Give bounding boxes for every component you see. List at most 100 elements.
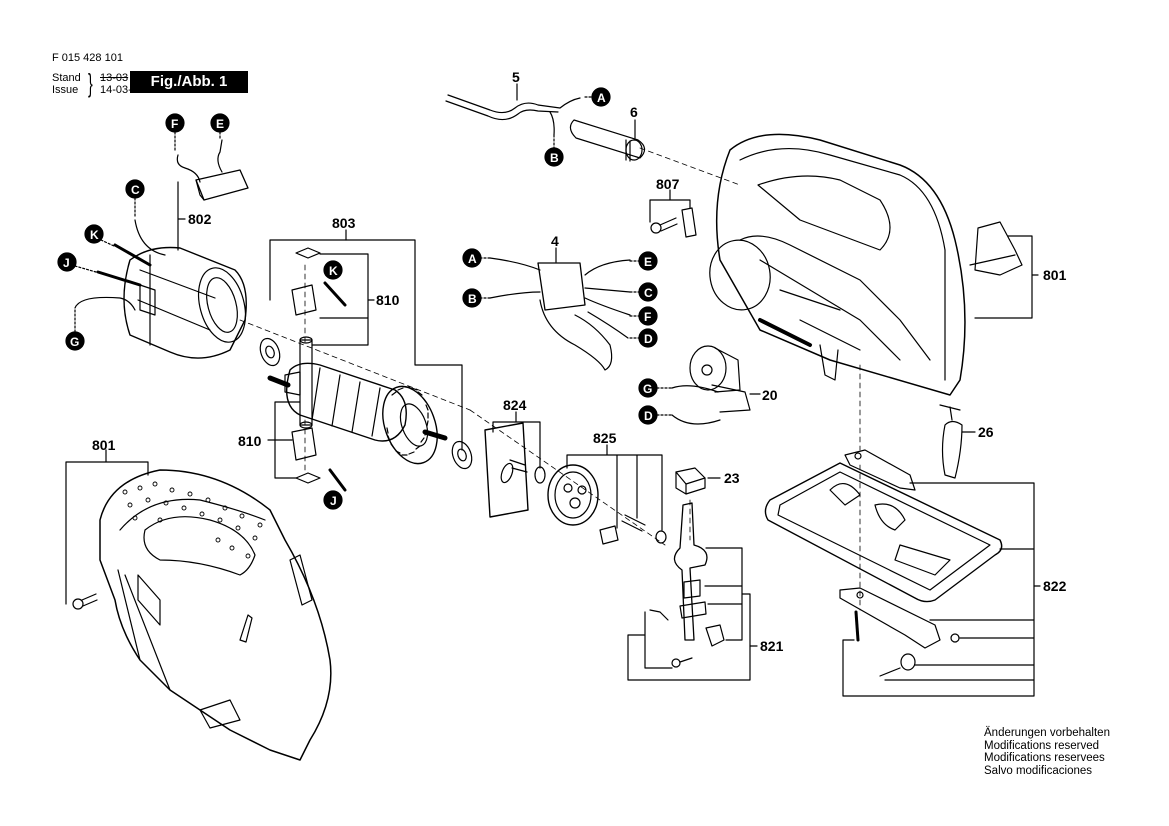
gear-cover-plate: [484, 422, 546, 518]
blade-guard-lever: [939, 404, 963, 479]
connector-g-dial: G: [638, 378, 673, 398]
cable-sleeve: [569, 119, 646, 162]
interference-capacitor: [176, 139, 249, 201]
stator-wires: [74, 219, 166, 311]
stand-label: Stand: [52, 72, 81, 84]
part-number-801-top: 801: [1043, 267, 1067, 283]
connector-c-switch: C: [629, 282, 658, 302]
svg-text:A: A: [468, 252, 477, 266]
bracket-801-left: [65, 449, 149, 605]
connector-d-switch: D: [629, 328, 658, 348]
connector-f-capacitor: F: [165, 113, 185, 153]
svg-text:A: A: [597, 91, 606, 105]
connector-j-brush: J: [323, 490, 343, 510]
figure-label: Fig./Abb. 1: [130, 71, 248, 93]
housing-cover-half: [99, 469, 332, 761]
notice-line-fr: Modifications reservees: [984, 752, 1105, 764]
bracket-810-top: [311, 253, 375, 346]
part-number-821: 821: [760, 638, 784, 654]
connector-j-stator: J: [57, 252, 97, 273]
connector-b-switch: B: [462, 288, 491, 308]
connector-f-switch: F: [629, 306, 658, 326]
part-number-801-left: 801: [92, 437, 116, 453]
svg-text:D: D: [644, 409, 653, 423]
plunger-assembly: [649, 502, 725, 668]
svg-text:F: F: [644, 310, 651, 324]
bracket-810-bottom: [267, 401, 301, 479]
connector-a-cable: A: [584, 87, 611, 107]
drive-gear: [547, 464, 667, 545]
bracket-803: [269, 239, 463, 451]
stand-date-struck: 13-03: [100, 72, 129, 84]
stator-field-coil: [123, 246, 247, 359]
document-number: F 015 428 101: [52, 52, 123, 64]
notice-line-de: Änderungen vorbehalten: [984, 727, 1110, 739]
strain-relief-clamp: [681, 207, 697, 238]
bracket-801-top: [974, 235, 1039, 319]
screw-801: [72, 593, 98, 610]
carbon-brush-bottom: [291, 427, 347, 492]
armature: [267, 362, 448, 465]
connector-k-stator: K: [84, 224, 115, 247]
notice-line-en: Modifications reserved: [984, 739, 1100, 752]
connector-b-cable: B: [544, 134, 564, 167]
part-number-4: 4: [551, 233, 559, 249]
connector-k-brush: K: [323, 260, 343, 280]
modifications-notice: Änderungen vorbehalten Modifications res…: [984, 727, 1110, 777]
connector-d-dial: D: [638, 405, 673, 425]
svg-text:E: E: [216, 117, 224, 131]
part-number-26: 26: [978, 424, 994, 440]
bracket-822: [842, 482, 1035, 697]
power-cable: [445, 94, 581, 136]
part-number-810-bottom: 810: [238, 433, 262, 449]
cover-clip: [969, 221, 1023, 276]
handle-axis-line: [639, 147, 741, 186]
bearing-right: [451, 440, 473, 470]
connector-e-capacitor: E: [210, 113, 230, 141]
bracket-824: [492, 411, 541, 469]
svg-text:J: J: [63, 256, 70, 270]
gear-axis-line: [469, 409, 666, 546]
connector-a-switch: A: [462, 248, 491, 268]
motor-housing-half: [709, 133, 966, 396]
part-number-822: 822: [1043, 578, 1067, 594]
svg-text:J: J: [330, 494, 337, 508]
svg-text:E: E: [644, 255, 652, 269]
bracket-807: [649, 189, 691, 223]
svg-text:K: K: [90, 228, 99, 242]
svg-text:B: B: [550, 151, 559, 165]
connector-c-stator: C: [125, 179, 145, 219]
part-number-802: 802: [188, 211, 212, 227]
screw-807: [650, 217, 678, 234]
part-number-6: 6: [630, 104, 638, 120]
bearing-left: [259, 337, 281, 367]
brush-holder-yoke: [299, 336, 313, 429]
svg-text:D: D: [644, 332, 653, 346]
carbon-brush-top: [291, 247, 347, 316]
svg-text:F: F: [171, 117, 178, 131]
brace-symbol: }: [88, 68, 93, 98]
connector-g-stator: G: [65, 309, 85, 351]
part-number-23: 23: [724, 470, 740, 486]
base-clamp-bottom: [839, 587, 960, 677]
part-number-5: 5: [512, 69, 520, 85]
part-number-824: 824: [503, 397, 527, 413]
notice-line-es: Salvo modificaciones: [984, 764, 1093, 777]
speed-control-dial: [671, 345, 751, 425]
svg-text:G: G: [643, 382, 652, 396]
trigger-switch: [489, 257, 631, 371]
connector-e-switch: E: [629, 251, 658, 271]
part-number-803: 803: [332, 215, 356, 231]
base-plate: [764, 462, 1003, 603]
assembly-axis-lines: [239, 147, 861, 611]
vent-holes: [122, 481, 263, 559]
motor-axis-line: [239, 319, 471, 411]
bracket-825: [566, 444, 663, 531]
svg-text:C: C: [644, 286, 653, 300]
issue-label: Issue: [52, 84, 79, 96]
part-number-20: 20: [762, 387, 778, 403]
part-number-810-top: 810: [376, 292, 400, 308]
svg-text:C: C: [131, 183, 140, 197]
svg-text:K: K: [329, 264, 338, 278]
